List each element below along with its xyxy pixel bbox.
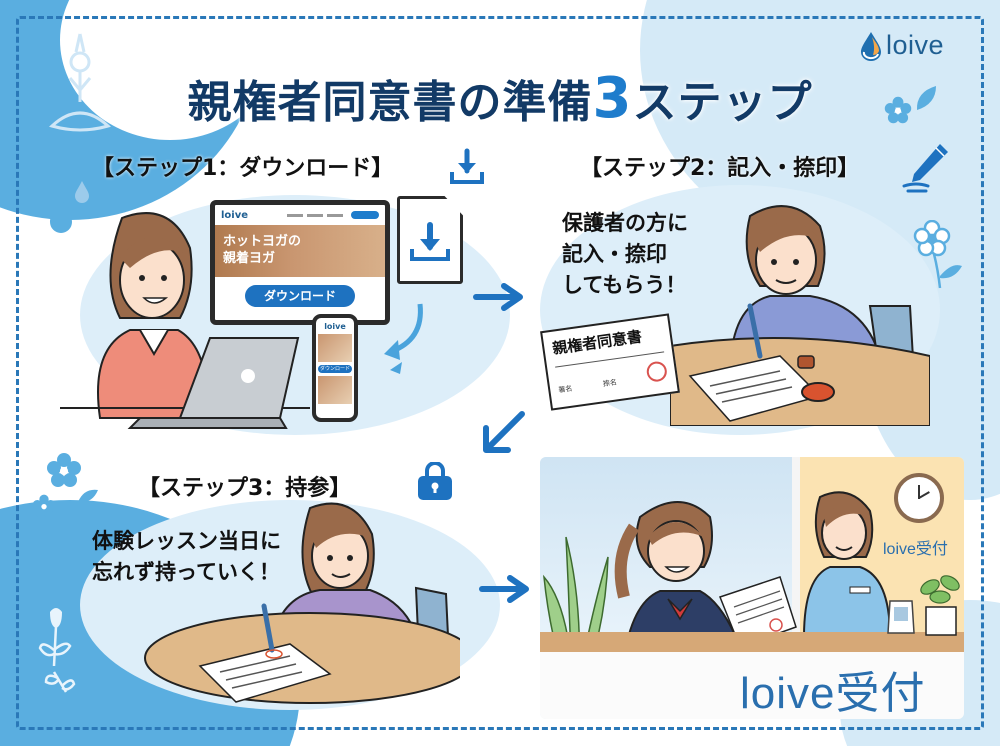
hero-line-1: ホットヨガの xyxy=(223,234,302,249)
phone-mock-logo: loive xyxy=(324,322,346,331)
logo-text: loive xyxy=(886,30,945,60)
download-icon xyxy=(450,148,484,184)
download-file-icon xyxy=(397,196,463,284)
step2-text-line: してもらう！ xyxy=(562,273,687,297)
step3-text-line: 忘れず持っていく！ xyxy=(92,560,280,584)
sprout-icon xyxy=(38,608,76,693)
website-mock-nav: loive xyxy=(215,205,385,225)
flower-icon xyxy=(884,96,912,124)
wall-sign: loive受付 xyxy=(883,541,948,558)
page-title: 親権者同意書の準備3ステップ xyxy=(0,66,1000,131)
arrow-right-icon xyxy=(479,575,529,603)
step2-text-line: 保護者の方に xyxy=(562,211,688,235)
water-drop-icon xyxy=(75,181,89,203)
clock-icon xyxy=(894,473,944,523)
woman-writing-illustration xyxy=(144,502,460,704)
phone-download-button: ダウンロード xyxy=(318,365,352,373)
brand-logo: loive xyxy=(860,30,944,61)
consent-card-sign-row: 署名 捺名 xyxy=(556,360,669,395)
website-download-button: ダウンロード xyxy=(245,285,355,307)
counter-sign: loive受付 xyxy=(740,669,926,718)
title-main: 親権者同意書の準備 xyxy=(187,77,593,128)
desk-calendar-icon xyxy=(887,600,915,634)
leaf-icon xyxy=(916,86,936,110)
title-number: 3 xyxy=(592,66,633,131)
water-drop-icon xyxy=(50,198,72,233)
step3-text: 体験レッスン当日に 忘れず持っていく！ xyxy=(92,526,281,588)
reception-scene: loive受付 loive受付 xyxy=(540,457,964,719)
nav-cta-button xyxy=(351,211,379,219)
leaf-icon xyxy=(78,489,98,503)
step3-heading: 【ステップ3：持参】 xyxy=(138,476,352,501)
pen-icon xyxy=(902,144,948,193)
curved-arrow-icon xyxy=(384,303,423,374)
reception-counter xyxy=(540,632,964,652)
website-mock-hero: ホットヨガの 親着ヨガ xyxy=(215,225,385,277)
nav-link-placeholder xyxy=(287,213,303,217)
yoga-figure-icon xyxy=(49,33,111,132)
seal-label: 捺名 xyxy=(602,378,618,389)
website-mock-logo: loive xyxy=(221,209,249,221)
flower-icon xyxy=(47,453,81,487)
counter-front xyxy=(540,652,964,719)
phone-mock-image xyxy=(318,334,352,362)
arrow-right-icon xyxy=(473,283,523,311)
step3-text-line: 体験レッスン当日に xyxy=(92,529,281,553)
step2-text-line: 記入・捺印 xyxy=(562,242,667,266)
sign-label: 署名 xyxy=(557,384,573,395)
title-suffix: ステップ xyxy=(632,77,813,128)
nav-link-placeholder xyxy=(307,213,323,217)
receptionist-illustration xyxy=(802,491,892,637)
flower-outline-icon xyxy=(913,220,962,289)
woman-with-laptop-illustration xyxy=(60,212,310,429)
arrow-down-left-icon xyxy=(483,411,525,453)
flower-icon xyxy=(32,494,56,518)
website-mock-monitor: loive ホットヨガの 親着ヨガ ダウンロード xyxy=(210,200,390,325)
seal-circle xyxy=(645,360,669,383)
step1-heading: 【ステップ1：ダウンロード】 xyxy=(92,156,394,181)
nav-link-placeholder xyxy=(327,213,343,217)
desk-plant-icon xyxy=(920,575,960,636)
bag-icon xyxy=(418,462,452,500)
woman-signing-illustration xyxy=(670,205,930,426)
phone-mock-image xyxy=(318,376,352,404)
phone-mock: loive ダウンロード xyxy=(312,314,358,422)
logo-drop-icon xyxy=(861,31,881,61)
file-download-glyph-icon xyxy=(410,222,450,261)
step2-text: 保護者の方に 記入・捺印 してもらう！ xyxy=(562,208,688,301)
step2-heading: 【ステップ2：記入・捺印】 xyxy=(580,156,860,181)
hero-line-2: 親着ヨガ xyxy=(223,251,276,266)
